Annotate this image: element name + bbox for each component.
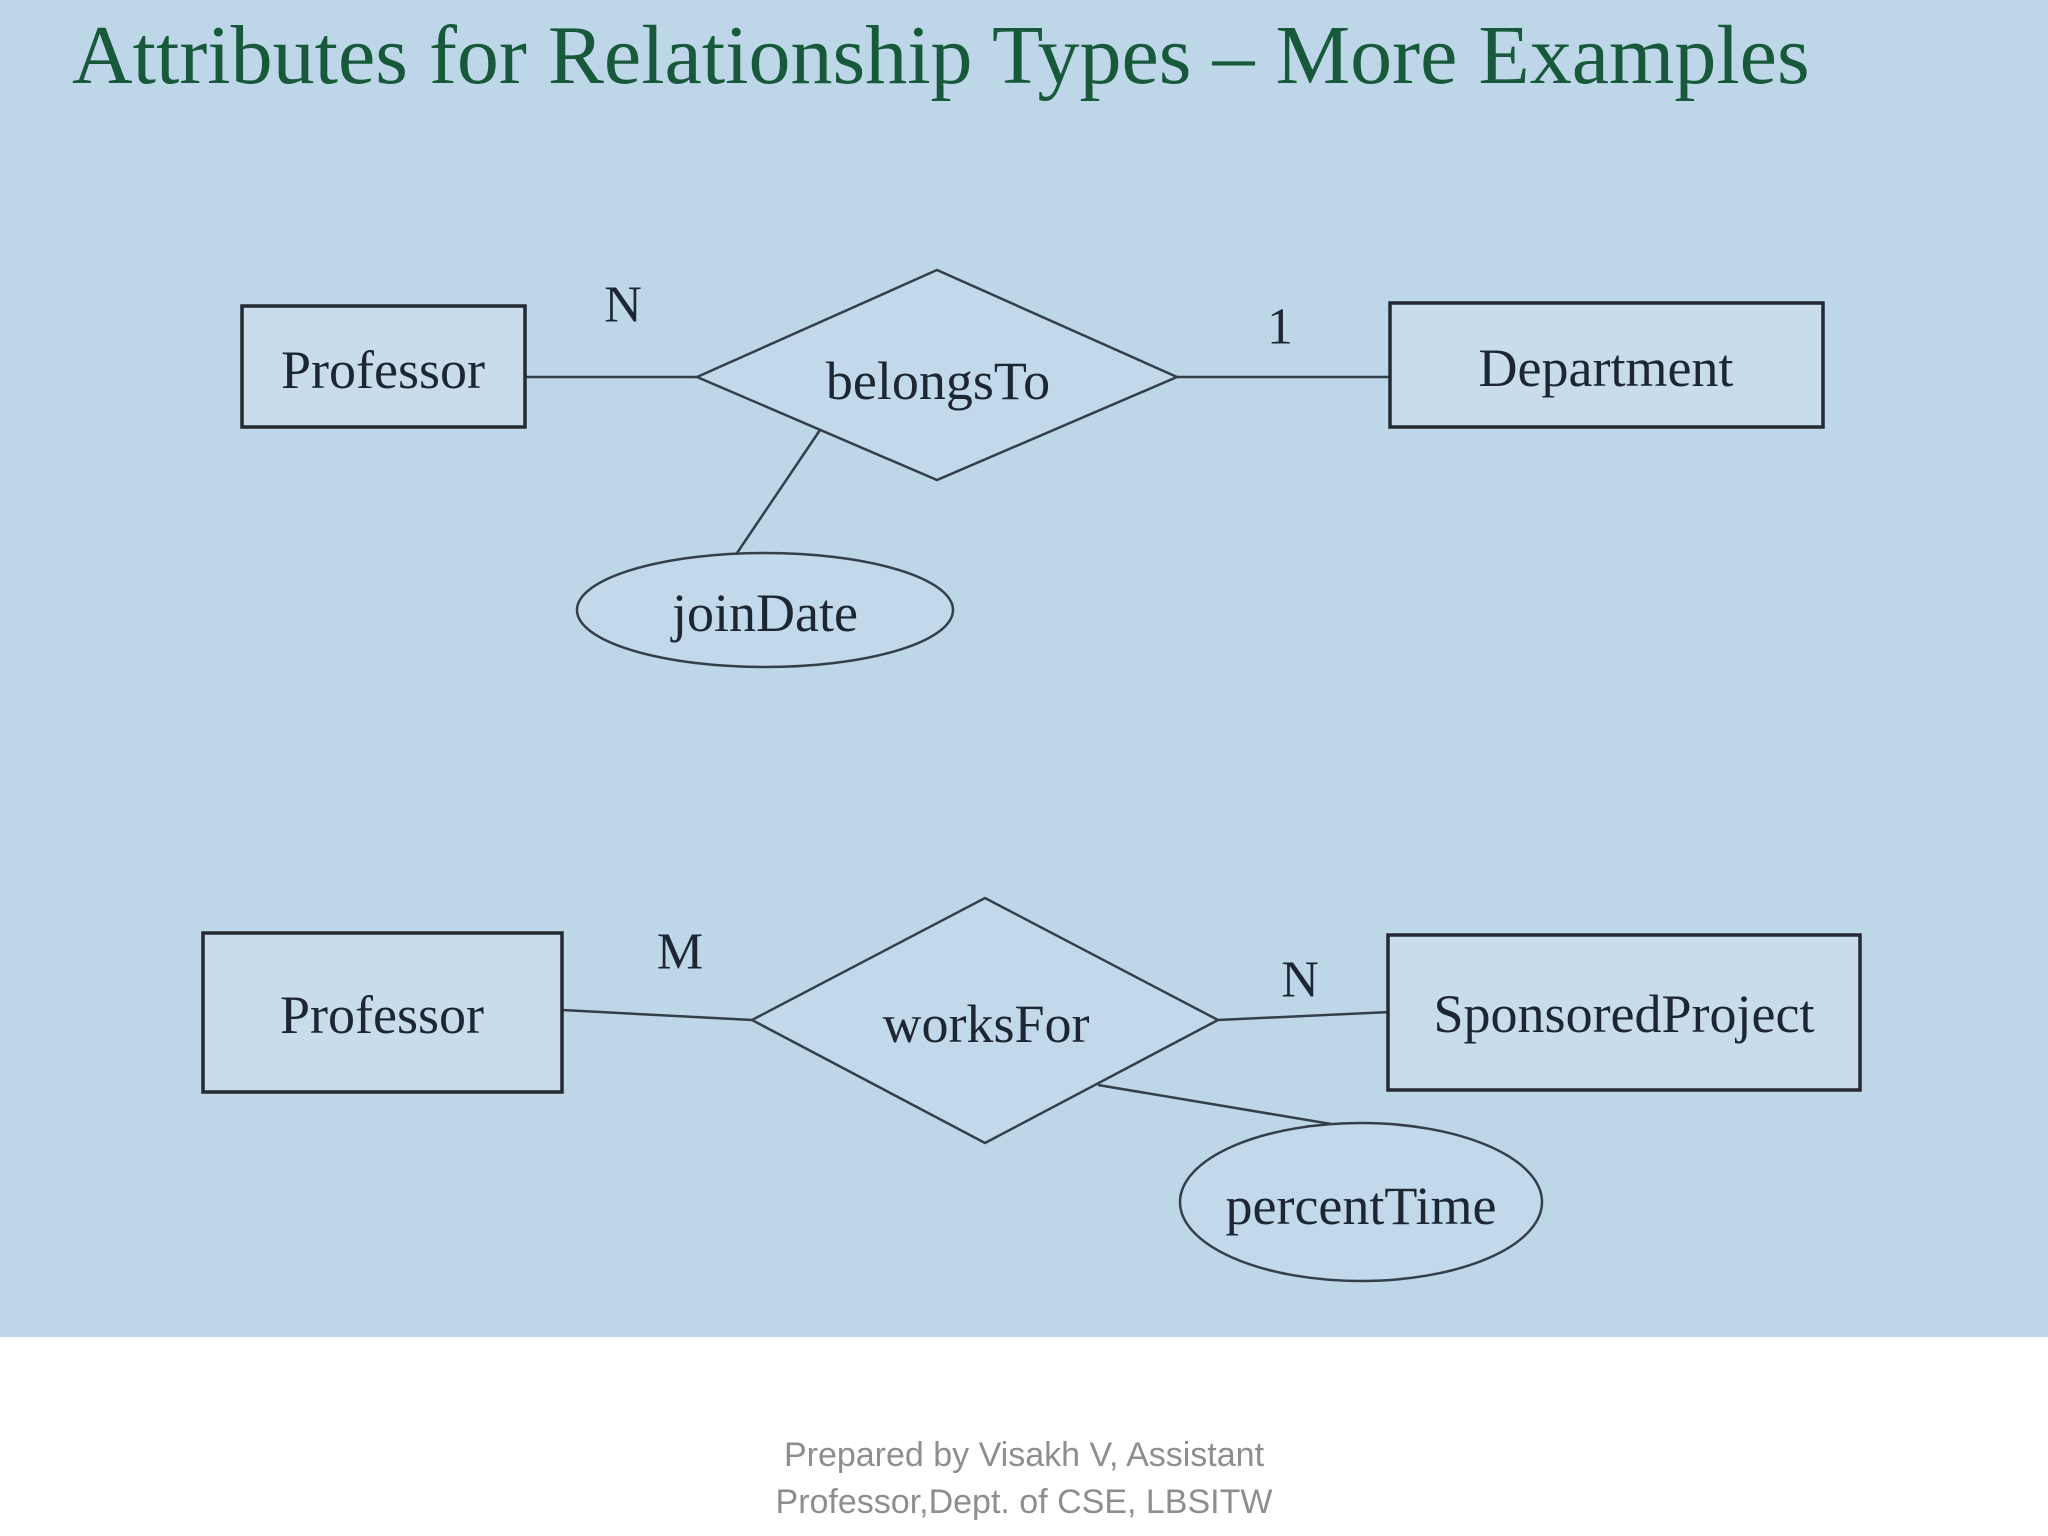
cardinality-label-m: M bbox=[657, 924, 703, 981]
footer-credit-line2: Professor,Dept. of CSE, LBSITW bbox=[775, 1482, 1273, 1521]
entity-label-professor-1: Professor bbox=[281, 340, 485, 400]
page-title: Attributes for Relationship Types – More… bbox=[72, 9, 1810, 102]
footer-credit: Prepared by Visakh V, Assistant Professo… bbox=[0, 1432, 2048, 1526]
entity-label-professor-2: Professor bbox=[280, 985, 484, 1045]
entity-box-sponsoredproject bbox=[1386, 933, 1862, 1092]
er-diagram-belongsto: Professor belongsTo Department joinDate … bbox=[240, 268, 1825, 669]
attribute-ellipse-percenttime bbox=[1178, 1121, 1544, 1283]
relationship-diamond-belongsto bbox=[693, 268, 1181, 482]
entity-label-sponsoredproject: SponsoredProject bbox=[1434, 984, 1815, 1044]
relationship-label-belongsto: belongsTo bbox=[826, 351, 1050, 411]
attribute-label-percenttime: percentTime bbox=[1226, 1176, 1497, 1236]
relationship-label-worksfor: worksFor bbox=[882, 994, 1089, 1054]
cardinality-label-1: 1 bbox=[1267, 299, 1293, 356]
connector-worksfor-percenttime bbox=[1097, 1083, 1344, 1128]
cardinality-label-n2: N bbox=[1281, 952, 1319, 1009]
attribute-label-joindate: joinDate bbox=[670, 583, 858, 643]
footer-credit-line1: Prepared by Visakh V, Assistant bbox=[783, 1436, 1265, 1474]
entity-box-professor-1 bbox=[240, 304, 527, 429]
relationship-diamond-worksfor bbox=[749, 896, 1221, 1145]
cardinality-label-n1: N bbox=[604, 277, 642, 334]
connector-belongsto-joindate bbox=[733, 429, 822, 557]
entity-box-department bbox=[1388, 301, 1825, 429]
attribute-ellipse-joindate bbox=[575, 551, 955, 669]
entity-box-professor-2 bbox=[201, 931, 564, 1094]
entity-label-department: Department bbox=[1479, 338, 1734, 398]
connector-worksfor-sponsoredproject bbox=[1217, 1010, 1391, 1022]
er-diagram-worksfor: Professor worksFor SponsoredProject perc… bbox=[201, 896, 1862, 1283]
er-diagram-canvas: Professor belongsTo Department joinDate … bbox=[201, 268, 1862, 1283]
connector-professor2-worksfor bbox=[561, 1008, 753, 1022]
